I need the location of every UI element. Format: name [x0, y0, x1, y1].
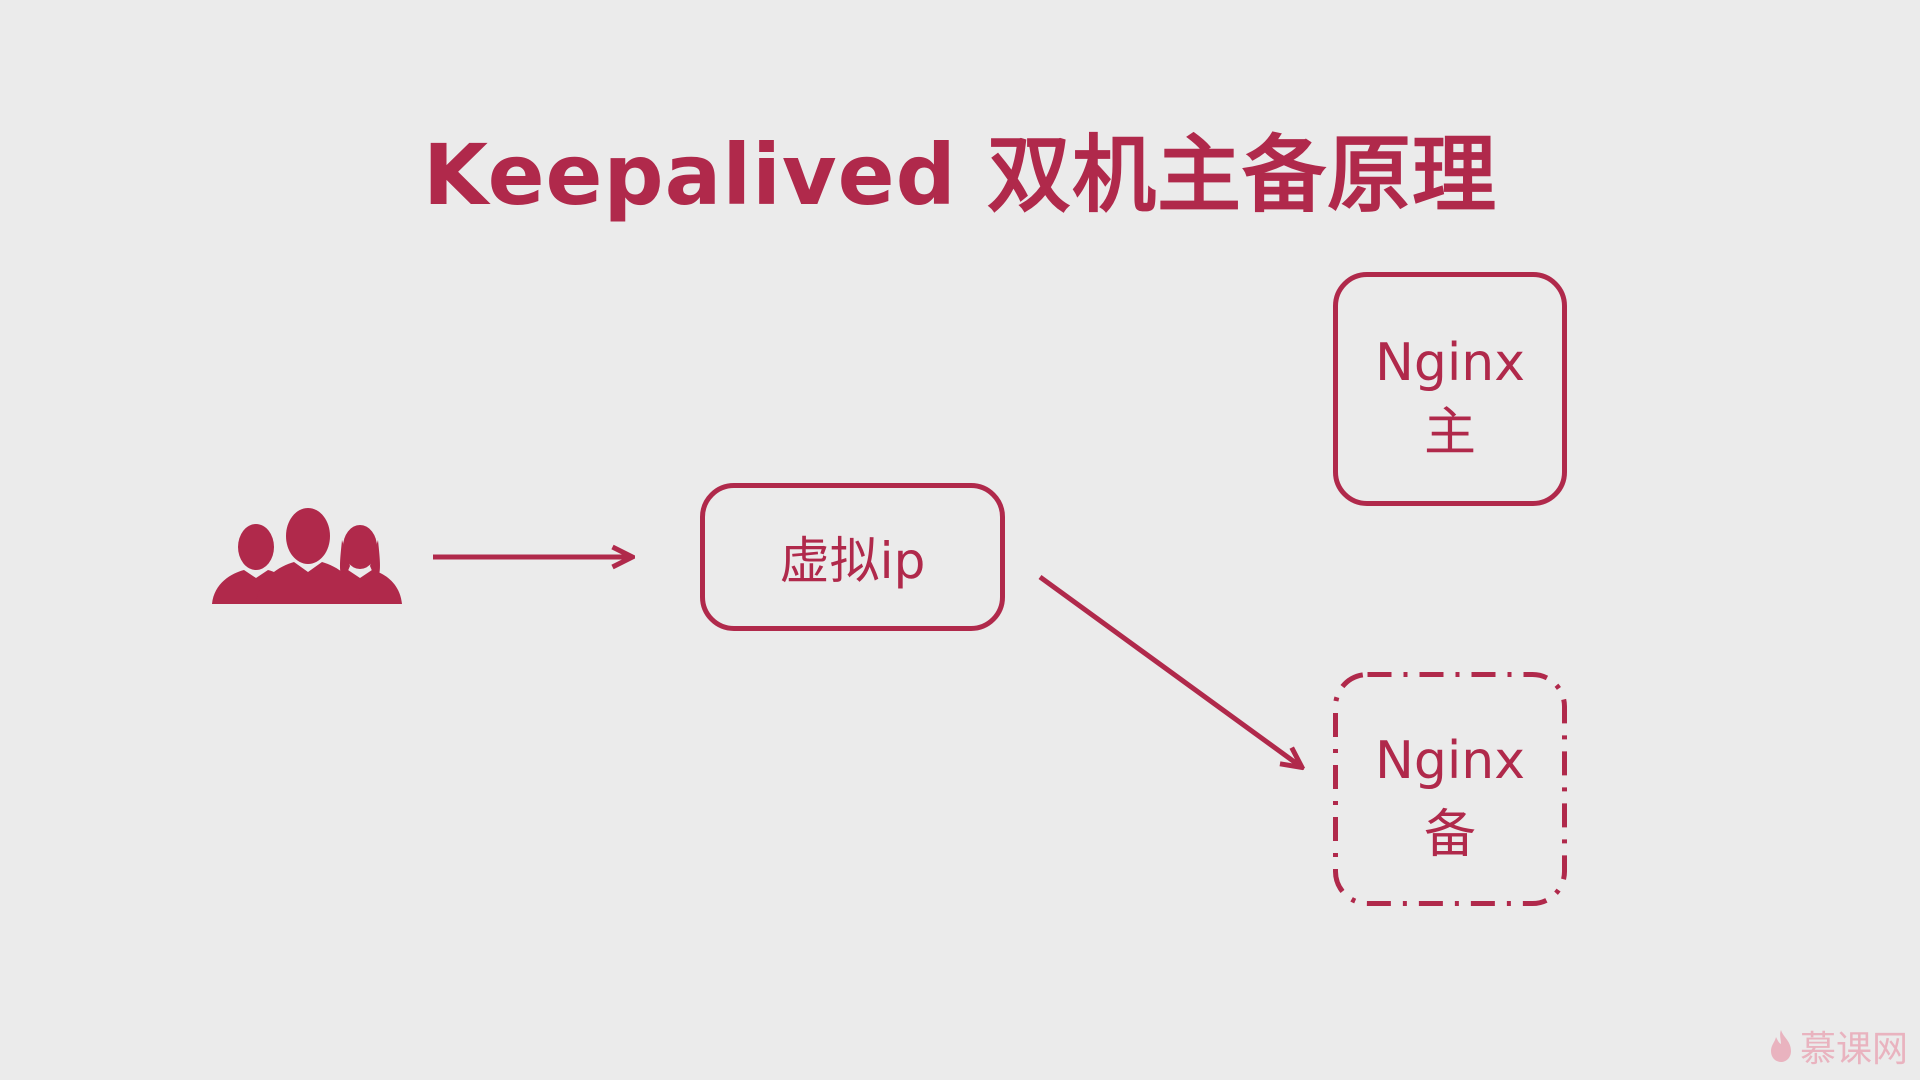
nginx-master-node: Nginx 主 — [1333, 272, 1567, 506]
watermark: 慕课网 — [1768, 1020, 1908, 1072]
arrow-vip-to-backup — [1038, 574, 1300, 766]
users-group-icon — [212, 508, 402, 604]
flame-icon — [1770, 1030, 1791, 1062]
page-title: Keepalived 双机主备原理 — [422, 126, 1498, 224]
nginx-backup-name: Nginx — [1374, 731, 1526, 791]
nginx-backup-border — [1333, 672, 1567, 906]
nginx-backup-role: 备 — [1423, 805, 1476, 865]
nginx-master-role: 主 — [1423, 403, 1476, 463]
virtual-ip-label: 虚拟ip — [779, 532, 926, 590]
watermark-text: 慕课网 — [1799, 1029, 1908, 1070]
virtual-ip-node: 虚拟ip — [700, 483, 1005, 631]
nginx-backup-node: Nginx 备 — [1333, 672, 1567, 906]
nginx-master-name: Nginx — [1374, 333, 1526, 393]
